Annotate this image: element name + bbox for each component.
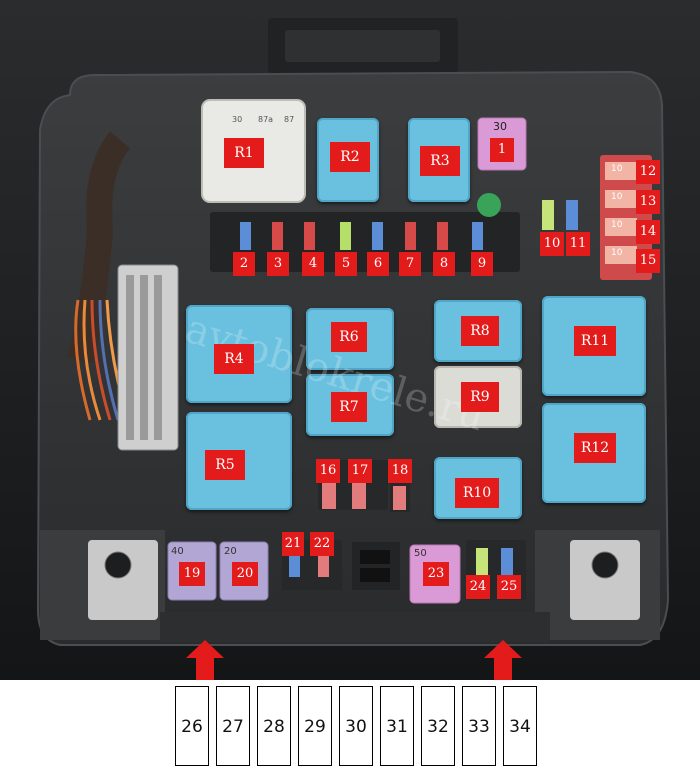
slot-34: 34 [503,686,537,766]
fuse-13-rating: 10 [611,192,623,202]
fuse-label-7: 7 [399,252,421,276]
fuse-label-14: 14 [636,220,660,244]
slot-33: 33 [462,686,496,766]
slot-31: 31 [380,686,414,766]
fuse-label-5: 5 [335,252,357,276]
fuse-label-8: 8 [433,252,455,276]
fuse-label-6: 6 [367,252,389,276]
relay-label-r11: R11 [574,326,616,356]
relay-r1-mark-87: 87 [284,115,295,124]
fuse-label-17: 17 [348,459,372,483]
fuse-label-2: 2 [233,252,255,276]
relay-label-r9: R9 [461,382,499,412]
slot-27: 27 [216,686,250,766]
fuse-label-11: 11 [566,232,590,256]
fuse-label-4: 4 [302,252,324,276]
arrow-right-icon [484,640,522,680]
green-cap [477,193,501,217]
left-bolt [104,551,132,579]
fuse-label-12: 12 [636,160,660,184]
fuse-box-photo: avtoblokrele.ru R1 R2 R3 R4 R5 R6 R7 R8 … [0,0,700,680]
slot-28: 28 [257,686,291,766]
fuse-label-1: 1 [490,138,514,162]
fuse-label-10: 10 [540,232,564,256]
bottom-edge [160,612,550,642]
fuse-label-13: 13 [636,190,660,214]
fuse-14-rating: 10 [611,220,623,230]
fuse-20-rating: 20 [224,546,237,557]
right-bolt [591,551,619,579]
left-bolt-plate [88,540,158,620]
relay-label-r5: R5 [205,450,245,480]
relay-label-r4: R4 [214,344,254,374]
fuse-label-18: 18 [388,459,412,483]
fuse-19-rating: 40 [171,546,184,557]
fuse-label-25: 25 [497,575,521,599]
fuse-1-rating: 30 [493,120,507,133]
fuse-label-19: 19 [179,562,205,586]
relay-label-r1: R1 [224,138,264,168]
fuse-label-21: 21 [282,532,304,556]
relay-r1-mark-87a: 87a [258,115,274,124]
fuse-label-24: 24 [466,575,490,599]
relay-label-r7: R7 [331,392,367,422]
relay-label-r12: R12 [574,433,616,463]
arrow-left-icon [186,640,224,680]
fuse-label-9: 9 [471,252,493,276]
slot-29: 29 [298,686,332,766]
fuse-label-23: 23 [423,562,449,586]
relay-label-r6: R6 [331,322,367,352]
fuse-label-16: 16 [316,459,340,483]
fuse-label-15: 15 [636,249,660,273]
slot-26: 26 [175,686,209,766]
fuse-label-22: 22 [310,532,334,556]
fuse-12-rating: 10 [611,164,623,174]
relay-label-r8: R8 [461,316,499,346]
relay-label-r2: R2 [330,142,370,172]
relay-r1-mark-30: 30 [232,115,243,124]
fuse-label-3: 3 [267,252,289,276]
slot-30: 30 [339,686,373,766]
fuse-23-rating: 50 [414,548,427,559]
slot-32: 32 [421,686,455,766]
relay-label-r3: R3 [420,146,460,176]
fuse-label-20: 20 [232,562,258,586]
fuse-15-rating: 10 [611,248,623,258]
relay-label-r10: R10 [455,478,499,508]
wiring-harness [67,131,131,364]
right-bolt-plate [570,540,640,620]
